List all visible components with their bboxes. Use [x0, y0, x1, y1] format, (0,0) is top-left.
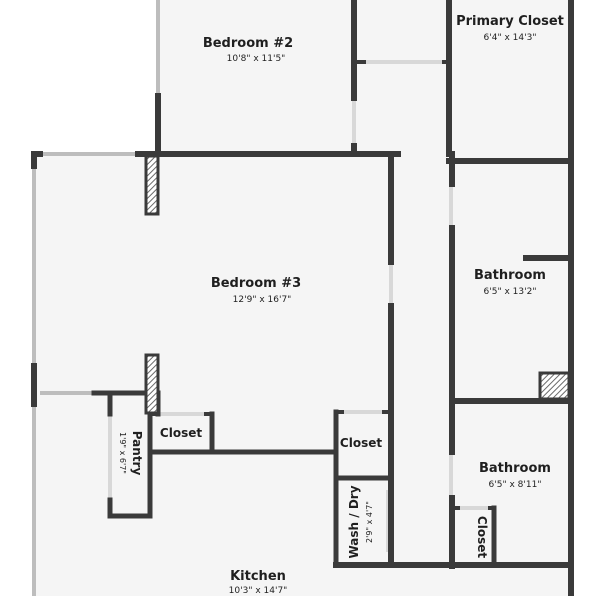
floor-bedroom3: [34, 154, 391, 394]
floor-bathroom1: [452, 161, 570, 401]
room-name-closet-left: Closet: [160, 426, 202, 440]
room-labels: Bedroom #2 10'8" x 11'5" Primary Closet …: [118, 14, 564, 596]
column: [144, 154, 160, 216]
floor-bath-lower: [452, 565, 570, 596]
room-name-kitchen: Kitchen: [230, 569, 286, 584]
room-dims-wash-dry: 2'9" x 4'7": [365, 501, 374, 543]
room-dims-bedroom2: 10'8" x 11'5": [227, 54, 286, 64]
windows: [32, 0, 160, 596]
room-name-closet-bath: Closet: [475, 516, 489, 558]
room-name-bedroom2: Bedroom #2: [203, 36, 293, 51]
room-dims-kitchen: 10'3" x 14'7": [229, 586, 288, 596]
floor-wash-dry: [336, 478, 390, 565]
floor-upper-hall: [354, 0, 449, 60]
walls: [31, 0, 574, 596]
room-dims-pantry: 1'9" x 6'7": [118, 432, 127, 474]
floor-primary-closet: [449, 0, 570, 161]
room-dims-primary-closet: 6'4" x 14'3": [484, 33, 537, 43]
room-name-closet-mid: Closet: [340, 436, 382, 450]
floor-kitchen: [34, 394, 336, 596]
floor-fills: [34, 0, 570, 596]
columns: [144, 154, 571, 415]
room-dims-bathroom1: 6'5" x 13'2": [484, 287, 537, 297]
column: [538, 371, 571, 401]
floor-closet-mid: [336, 412, 390, 478]
room-dims-bedroom3: 12'9" x 16'7": [233, 295, 292, 305]
room-name-pantry: Pantry: [130, 431, 144, 476]
column: [144, 353, 160, 415]
room-name-wash-dry: Wash / Dry: [347, 485, 361, 558]
room-name-bathroom1: Bathroom: [474, 268, 546, 283]
room-dims-bathroom2: 6'5" x 8'11": [489, 480, 542, 490]
room-name-bedroom3: Bedroom #3: [211, 276, 301, 291]
floor-bedroom2: [158, 0, 354, 154]
floor-kitchen-right: [336, 565, 452, 596]
floor-bathroom2: [452, 401, 570, 565]
room-name-bathroom2: Bathroom: [479, 461, 551, 476]
room-name-primary-closet: Primary Closet: [456, 14, 564, 29]
